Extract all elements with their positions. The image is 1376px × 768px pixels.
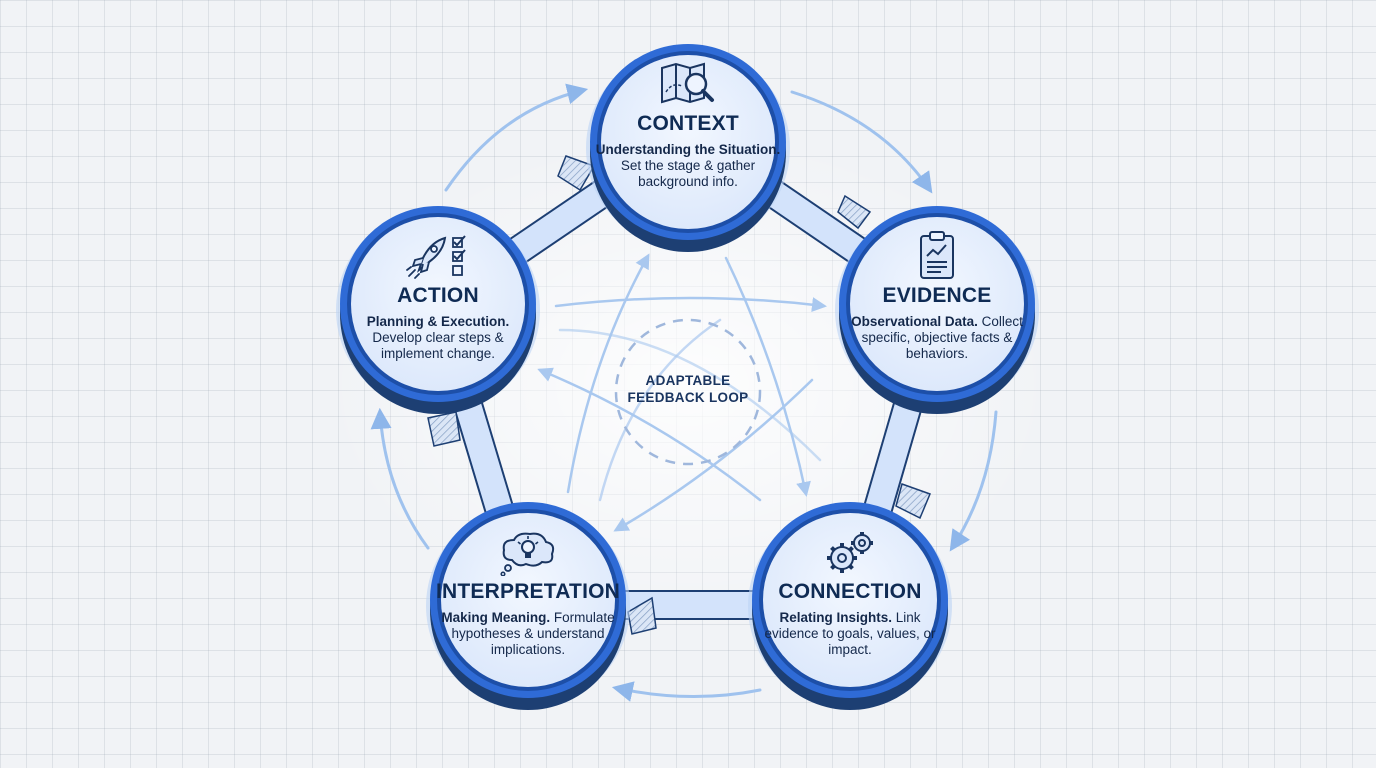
inner-flow-arrows [537, 253, 827, 532]
interpretation-desc-text: Formulate hypotheses & understand implic… [451, 610, 615, 657]
center-label-line1: ADAPTABLE [645, 373, 731, 388]
context-lead: Understanding the Situation. [595, 142, 781, 157]
action-description: Planning & Execution. Develop clear step… [343, 314, 533, 362]
interpretation-title: INTERPRETATION [435, 580, 621, 603]
rocket-checklist-icon [406, 235, 466, 279]
node-evidence: EVIDENCE Observational Data. Collect spe… [842, 230, 1032, 362]
evidence-desc-text: Collect specific, objective facts & beha… [861, 314, 1023, 361]
action-disc [336, 206, 540, 414]
context-disc [586, 44, 790, 252]
action-title: ACTION [397, 284, 479, 307]
track-chevrons [427, 155, 931, 635]
action-lead: Planning & Execution. [366, 314, 510, 329]
interpretation-description: Making Meaning. Formulate hypotheses & u… [433, 610, 623, 658]
connection-title: CONNECTION [778, 580, 922, 603]
center-label-line2: FEEDBACK LOOP [627, 390, 749, 405]
evidence-title: EVIDENCE [882, 284, 992, 307]
clipboard-chart-icon [920, 231, 954, 279]
node-action: ACTION Planning & Execution. Develop cle… [343, 234, 533, 362]
thought-bulb-icon [500, 532, 555, 576]
interpretation-lead: Making Meaning. [441, 610, 551, 625]
map-magnifier-icon [661, 62, 714, 104]
outer-flow-arrows [370, 83, 998, 702]
connection-lead: Relating Insights. [779, 610, 892, 625]
connection-desc-text: Link evidence to goals, values, or impac… [764, 610, 936, 657]
node-context: CONTEXT Understanding the Situation. Set… [593, 60, 783, 190]
context-title: CONTEXT [637, 112, 739, 135]
evidence-disc [835, 206, 1039, 414]
connection-disc [748, 502, 952, 710]
interpretation-disc [426, 502, 630, 710]
center-label: ADAPTABLE FEEDBACK LOOP [600, 372, 776, 406]
center-dashed-circle [614, 318, 762, 466]
context-desc-text: Set the stage & gather background info. [620, 158, 756, 189]
evidence-description: Observational Data. Collect specific, ob… [842, 314, 1032, 362]
connection-description: Relating Insights. Link evidence to goal… [755, 610, 945, 658]
node-interpretation: INTERPRETATION Making Meaning. Formulate… [433, 530, 623, 658]
action-desc-text: Develop clear steps & implement change. [372, 330, 504, 361]
gears-icon [827, 532, 873, 573]
node-connection: CONNECTION Relating Insights. Link evide… [755, 530, 945, 658]
evidence-lead: Observational Data. [851, 314, 978, 329]
node-discs [336, 44, 1039, 710]
context-description: Understanding the Situation. Set the sta… [593, 142, 783, 190]
